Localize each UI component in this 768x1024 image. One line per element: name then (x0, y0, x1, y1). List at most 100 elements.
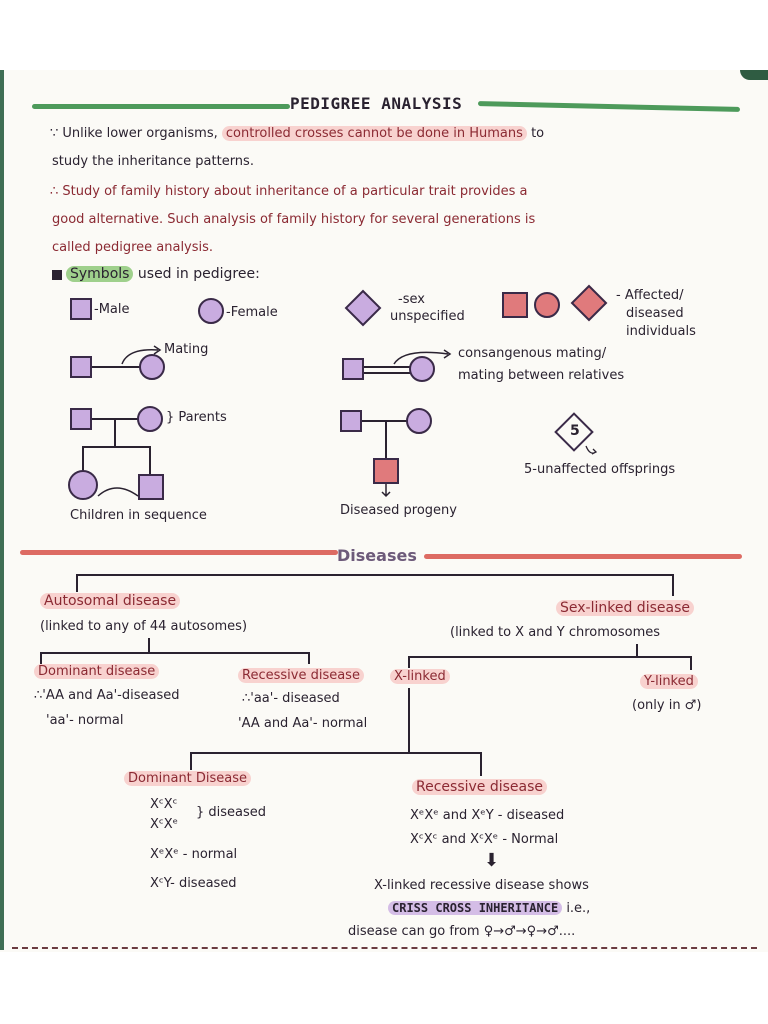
notebook-edge (0, 70, 4, 950)
consanguineous-male (342, 358, 364, 380)
affected-unspecified-symbol (570, 284, 608, 322)
diseases-rule-right (424, 554, 742, 559)
x-linked-drop (408, 656, 410, 668)
xd-line-4: XᶜY- diseased (150, 876, 237, 891)
xd-brace: } diseased (196, 805, 267, 820)
consanguineous-line-1 (364, 366, 410, 368)
title-rule-left (32, 104, 290, 109)
xr-ie: i.e., (566, 901, 591, 916)
y-linked-drop (690, 656, 692, 670)
page-bottom-margin (0, 952, 768, 1024)
parent-male (70, 408, 92, 430)
recessive-line-1: ∴'aa'- diseased (242, 691, 340, 706)
affected-label-1: - Affected/ (616, 288, 684, 303)
recessive-label: Recessive disease (238, 668, 364, 683)
xd-drop (190, 752, 192, 770)
symbols-heading: Symbols used in pedigree: (66, 266, 260, 282)
arrow-down-icon (381, 484, 391, 498)
consanguineous-female (409, 356, 435, 382)
xd-line-3: XᵉXᵉ - normal (150, 847, 238, 862)
dominant-heading: Dominant disease (34, 664, 160, 680)
mating-line (92, 366, 140, 368)
diseased-progeny-label: Diseased progeny (340, 503, 457, 518)
progeny-mother (406, 408, 432, 434)
xr-line-1: XᵉXᵉ and XᵉY - diseased (410, 808, 565, 823)
progeny-descent-line (385, 421, 387, 459)
symbols-highlight: Symbols (66, 266, 134, 282)
intro-line-1: ∵ Unlike lower organisms, controlled cro… (50, 126, 544, 142)
affected-label-3: individuals (626, 324, 696, 339)
dominant-drop (40, 652, 42, 664)
female-label: -Female (226, 305, 278, 320)
consanguineous-arrow-icon (393, 349, 452, 365)
recessive-drop (308, 652, 310, 664)
dominant-line-2: 'aa'- normal (46, 713, 124, 728)
mating-female (139, 354, 165, 380)
consanguineous-label-2: mating between relatives (458, 368, 625, 383)
unaffected-arrow-icon (585, 445, 598, 455)
consanguineous-label-1: consangenous mating/ (458, 346, 607, 361)
sequence-curve-icon (97, 487, 139, 497)
sex-unspecified-label-1: -sex (398, 292, 425, 307)
symbols-heading-text: used in pedigree: (137, 266, 260, 282)
bullet-square (52, 270, 62, 280)
page-top-margin (0, 0, 768, 70)
mating-arrow-icon (121, 345, 162, 365)
intro-line-4: good alternative. Such analysis of famil… (52, 212, 536, 227)
sex-unspecified-symbol (344, 289, 382, 327)
intro-text: ∵ Unlike lower organisms, (50, 126, 218, 141)
sibship-line (82, 446, 150, 448)
sex-linked-branch (408, 656, 692, 658)
notebook-corner (740, 70, 768, 80)
child-female (68, 470, 98, 500)
sex-linked-note: (linked to X and Y chromosomes (450, 625, 661, 640)
autosomal-label: Autosomal disease (40, 593, 181, 609)
mating-label: Mating (164, 342, 209, 357)
tree-left-drop (76, 574, 78, 592)
child-2-line (149, 446, 151, 474)
dominant-label: Dominant disease (34, 664, 160, 679)
sex-linked-heading: Sex-linked disease (556, 600, 694, 616)
autosomal-heading: Autosomal disease (40, 593, 181, 609)
x-linked-heading: X-linked (390, 669, 450, 685)
xr-line-2: XᶜXᶜ and XᶜXᵉ - Normal (410, 832, 559, 847)
affected-female-symbol (534, 292, 560, 318)
intro-highlight: controlled crosses cannot be done in Hum… (221, 126, 527, 141)
descent-line (114, 419, 116, 447)
x-linked-stem (408, 688, 410, 754)
y-linked-note: (only in ♂) (632, 698, 702, 713)
title-rule-right (477, 101, 741, 112)
criss-cross-highlight: CRISS CROSS INHERITANCE (388, 901, 563, 915)
male-label: -Male (94, 302, 130, 317)
parent-female (137, 406, 163, 432)
y-linked-label: Y-linked (640, 674, 698, 689)
xd-line-2: XᶜXᵉ (150, 817, 179, 832)
progeny-father (340, 410, 362, 432)
bottom-dashed-rule (12, 947, 757, 949)
x-linked-branch (190, 752, 482, 754)
tree-right-drop (672, 574, 674, 596)
sex-unspecified-label-2: unspecified (390, 309, 465, 324)
page-title: PEDIGREE ANALYSIS (290, 94, 463, 113)
unaffected-count: 5 (570, 423, 580, 439)
intro-line-5: called pedigree analysis. (52, 240, 214, 255)
xr-line-5: disease can go from ♀→♂→♀→♂.... (348, 924, 576, 939)
xd-label: Dominant Disease (124, 771, 252, 786)
affected-male-symbol (502, 292, 528, 318)
diseases-title: Diseases (337, 546, 417, 565)
parents-label: } Parents (166, 410, 227, 425)
recessive-line-2: 'AA and Aa'- normal (238, 716, 368, 731)
autosomal-drop (148, 638, 150, 652)
unaffected-label: 5-unaffected offsprings (524, 462, 676, 477)
affected-label-2: diseased (626, 306, 684, 321)
xr-label: Recessive disease (412, 779, 548, 795)
intro-line-3: ∴ Study of family history about inherita… (50, 184, 528, 199)
recessive-heading: Recessive disease (238, 668, 364, 684)
xr-heading: Recessive disease (412, 779, 548, 795)
x-linked-label: X-linked (390, 669, 450, 684)
sex-linked-drop (636, 644, 638, 656)
sex-linked-label: Sex-linked disease (556, 600, 694, 616)
tree-top-line (76, 574, 672, 576)
intro-line-2: study the inheritance patterns. (52, 154, 254, 169)
diseased-progeny-symbol (373, 458, 399, 484)
